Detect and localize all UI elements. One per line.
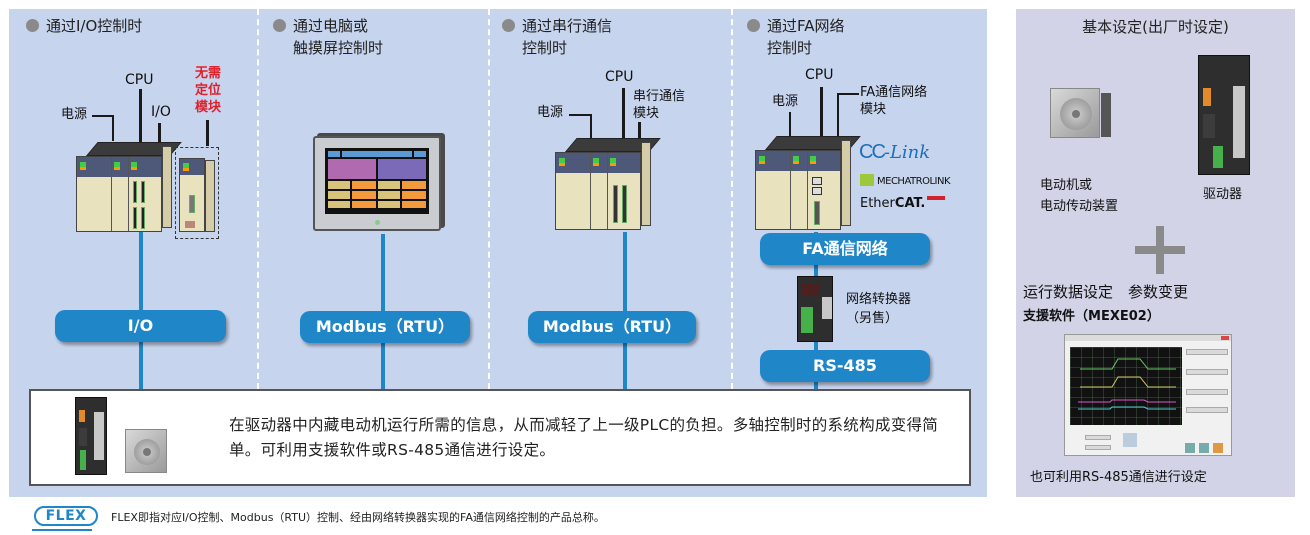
bullet-icon	[273, 19, 286, 32]
bullet-icon	[502, 19, 515, 32]
bus-label-modbus-serial: Modbus（RTU）	[528, 311, 696, 343]
ethercat-arrow-icon	[927, 196, 946, 200]
label-driver: 驱动器	[1203, 187, 1243, 202]
waveform-graph	[1078, 358, 1176, 410]
leader-line	[590, 114, 592, 140]
bus-label-fa-network: FA通信网络	[760, 233, 930, 265]
label-cpu: CPU	[605, 69, 634, 85]
label-cpu: CPU	[805, 67, 834, 83]
plc-rack-io	[76, 142, 182, 232]
section-title-io: 通过I/O控制时	[26, 15, 142, 37]
bullet-icon	[747, 19, 760, 32]
leader-line	[569, 114, 591, 116]
label-power: 电源	[772, 94, 799, 109]
serial-bus-line	[623, 232, 627, 389]
leader-line	[789, 112, 791, 140]
bus-label-modbus-hmi: Modbus（RTU）	[300, 311, 470, 343]
plus-icon	[1156, 226, 1164, 274]
rs485-note: 也可利用RS-485通信进行设定	[1030, 470, 1207, 485]
basic-settings-title: 基本设定(出厂时设定)	[1082, 18, 1229, 36]
plc-rack-serial	[555, 138, 661, 232]
mechatrolink-logo: MECHATROLINK	[860, 174, 951, 187]
label-no-positioning-module: 无需 定位 模块	[195, 66, 222, 115]
section-title-fa-network: 通过FA网络 控制时	[747, 15, 845, 59]
cc-link-logo: CC-Link	[859, 141, 931, 163]
label-power: 电源	[61, 107, 88, 122]
leader-line	[837, 93, 859, 95]
ethercat-logo: EtherCAT.	[860, 196, 946, 211]
leader-line	[622, 88, 625, 140]
label-fa-module: FA通信网络 模块	[860, 85, 928, 117]
section-divider	[731, 9, 733, 389]
driver-image	[75, 397, 107, 475]
leader-line	[92, 115, 114, 117]
leader-line	[820, 87, 823, 140]
touchscreen-hmi	[313, 136, 441, 231]
mechatrolink-mark-icon	[860, 174, 874, 186]
driver-image	[1198, 55, 1250, 175]
label-cpu: CPU	[125, 72, 154, 88]
leader-line	[158, 123, 161, 143]
software-label: 支援软件（MEXE02）	[1023, 309, 1160, 324]
section-divider	[257, 9, 259, 389]
label-network-converter: 网络转换器 （另售）	[846, 292, 912, 326]
section-divider	[488, 9, 490, 389]
plc-rack-fa	[755, 136, 861, 232]
leader-line	[206, 120, 209, 146]
label-io: I/O	[151, 104, 171, 120]
section-title-pc-touchscreen: 通过电脑或 触摸屏控制时	[273, 15, 383, 59]
bus-label-io: I/O	[55, 310, 226, 342]
label-motor: 电动机或 电动传动装置	[1040, 178, 1119, 214]
leader-line	[139, 89, 142, 143]
leader-line	[112, 115, 114, 141]
motor-image	[125, 429, 167, 473]
mexe02-software-screenshot	[1064, 334, 1232, 456]
label-power: 电源	[537, 105, 564, 120]
info-text: 在驱动器中内藏电动机运行所需的信息，从而减轻了上一级PLC的负担。多轴控制时的系…	[229, 416, 939, 459]
motor-image	[1050, 88, 1111, 138]
positioning-module-not-required	[175, 147, 219, 239]
leader-line	[638, 122, 641, 140]
section-title-serial: 通过串行通信 控制时	[502, 15, 612, 59]
info-box: 在驱动器中内藏电动机运行所需的信息，从而减轻了上一级PLC的负担。多轴控制时的系…	[29, 389, 971, 486]
bullet-icon	[26, 19, 39, 32]
bus-label-rs485: RS-485	[760, 350, 930, 382]
network-converter-image	[797, 276, 833, 342]
flex-logo: FLEX	[32, 506, 98, 531]
leader-line	[837, 93, 839, 138]
settings-label: 运行数据设定 参数变更	[1023, 283, 1189, 301]
label-serial-module: 串行通信 模块	[633, 89, 686, 121]
footer-note: FLEX即指对应I/O控制、Modbus（RTU）控制、经由网络转换器实现的FA…	[111, 511, 605, 524]
